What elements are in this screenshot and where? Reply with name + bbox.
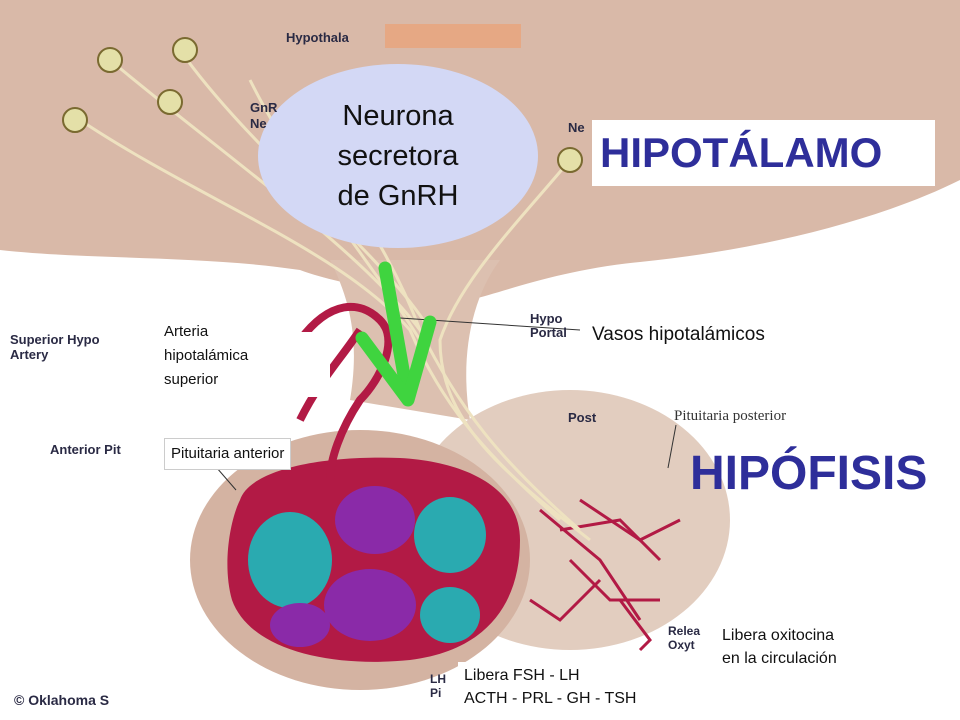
label-hipofisis: HIPÓFISIS	[690, 447, 928, 500]
label-pit-posterior: Pituitaria posterior	[674, 408, 787, 424]
label-ne-right: Ne	[568, 120, 585, 135]
neuron-bodies	[62, 37, 583, 173]
label-libera-fsh: Libera FSH - LH ACTH - PRL - GH - TSH	[458, 662, 643, 712]
green-arrow	[355, 261, 437, 407]
label-arteria: Arteria hipotalámica superior	[158, 318, 294, 394]
label-post: Post	[568, 410, 597, 425]
label-pit-anterior: Pituitaria anterior	[164, 438, 292, 470]
label-hypothala: Hypothala	[286, 30, 349, 45]
orange-patch	[385, 24, 521, 48]
neurona-bubble	[258, 64, 538, 248]
cell-clusters	[248, 486, 486, 647]
label-gnrh-ne: GnR Ne	[250, 100, 278, 131]
label-anterior-pit: Anterior Pit	[50, 442, 121, 457]
label-superior-hypo: Superior Hypo Artery	[10, 332, 100, 362]
label-libera-oxitocina: Libera oxitocina en la circulación	[716, 622, 843, 672]
label-vasos: Vasos hipotalámicos	[586, 320, 771, 350]
posterior-vessel-network	[529, 498, 681, 652]
label-hypo-portal: Hypo Portal	[530, 311, 567, 340]
label-lh-pi: LH Pi	[430, 672, 446, 700]
label-neurona: Neurona secretora de GnRH	[337, 100, 459, 212]
label-relea-oxyt: Relea Oxyt	[668, 624, 701, 652]
label-copyright: © Oklahoma S	[14, 692, 110, 708]
label-hipotalamo: HIPOTÁLAMO	[592, 120, 935, 186]
